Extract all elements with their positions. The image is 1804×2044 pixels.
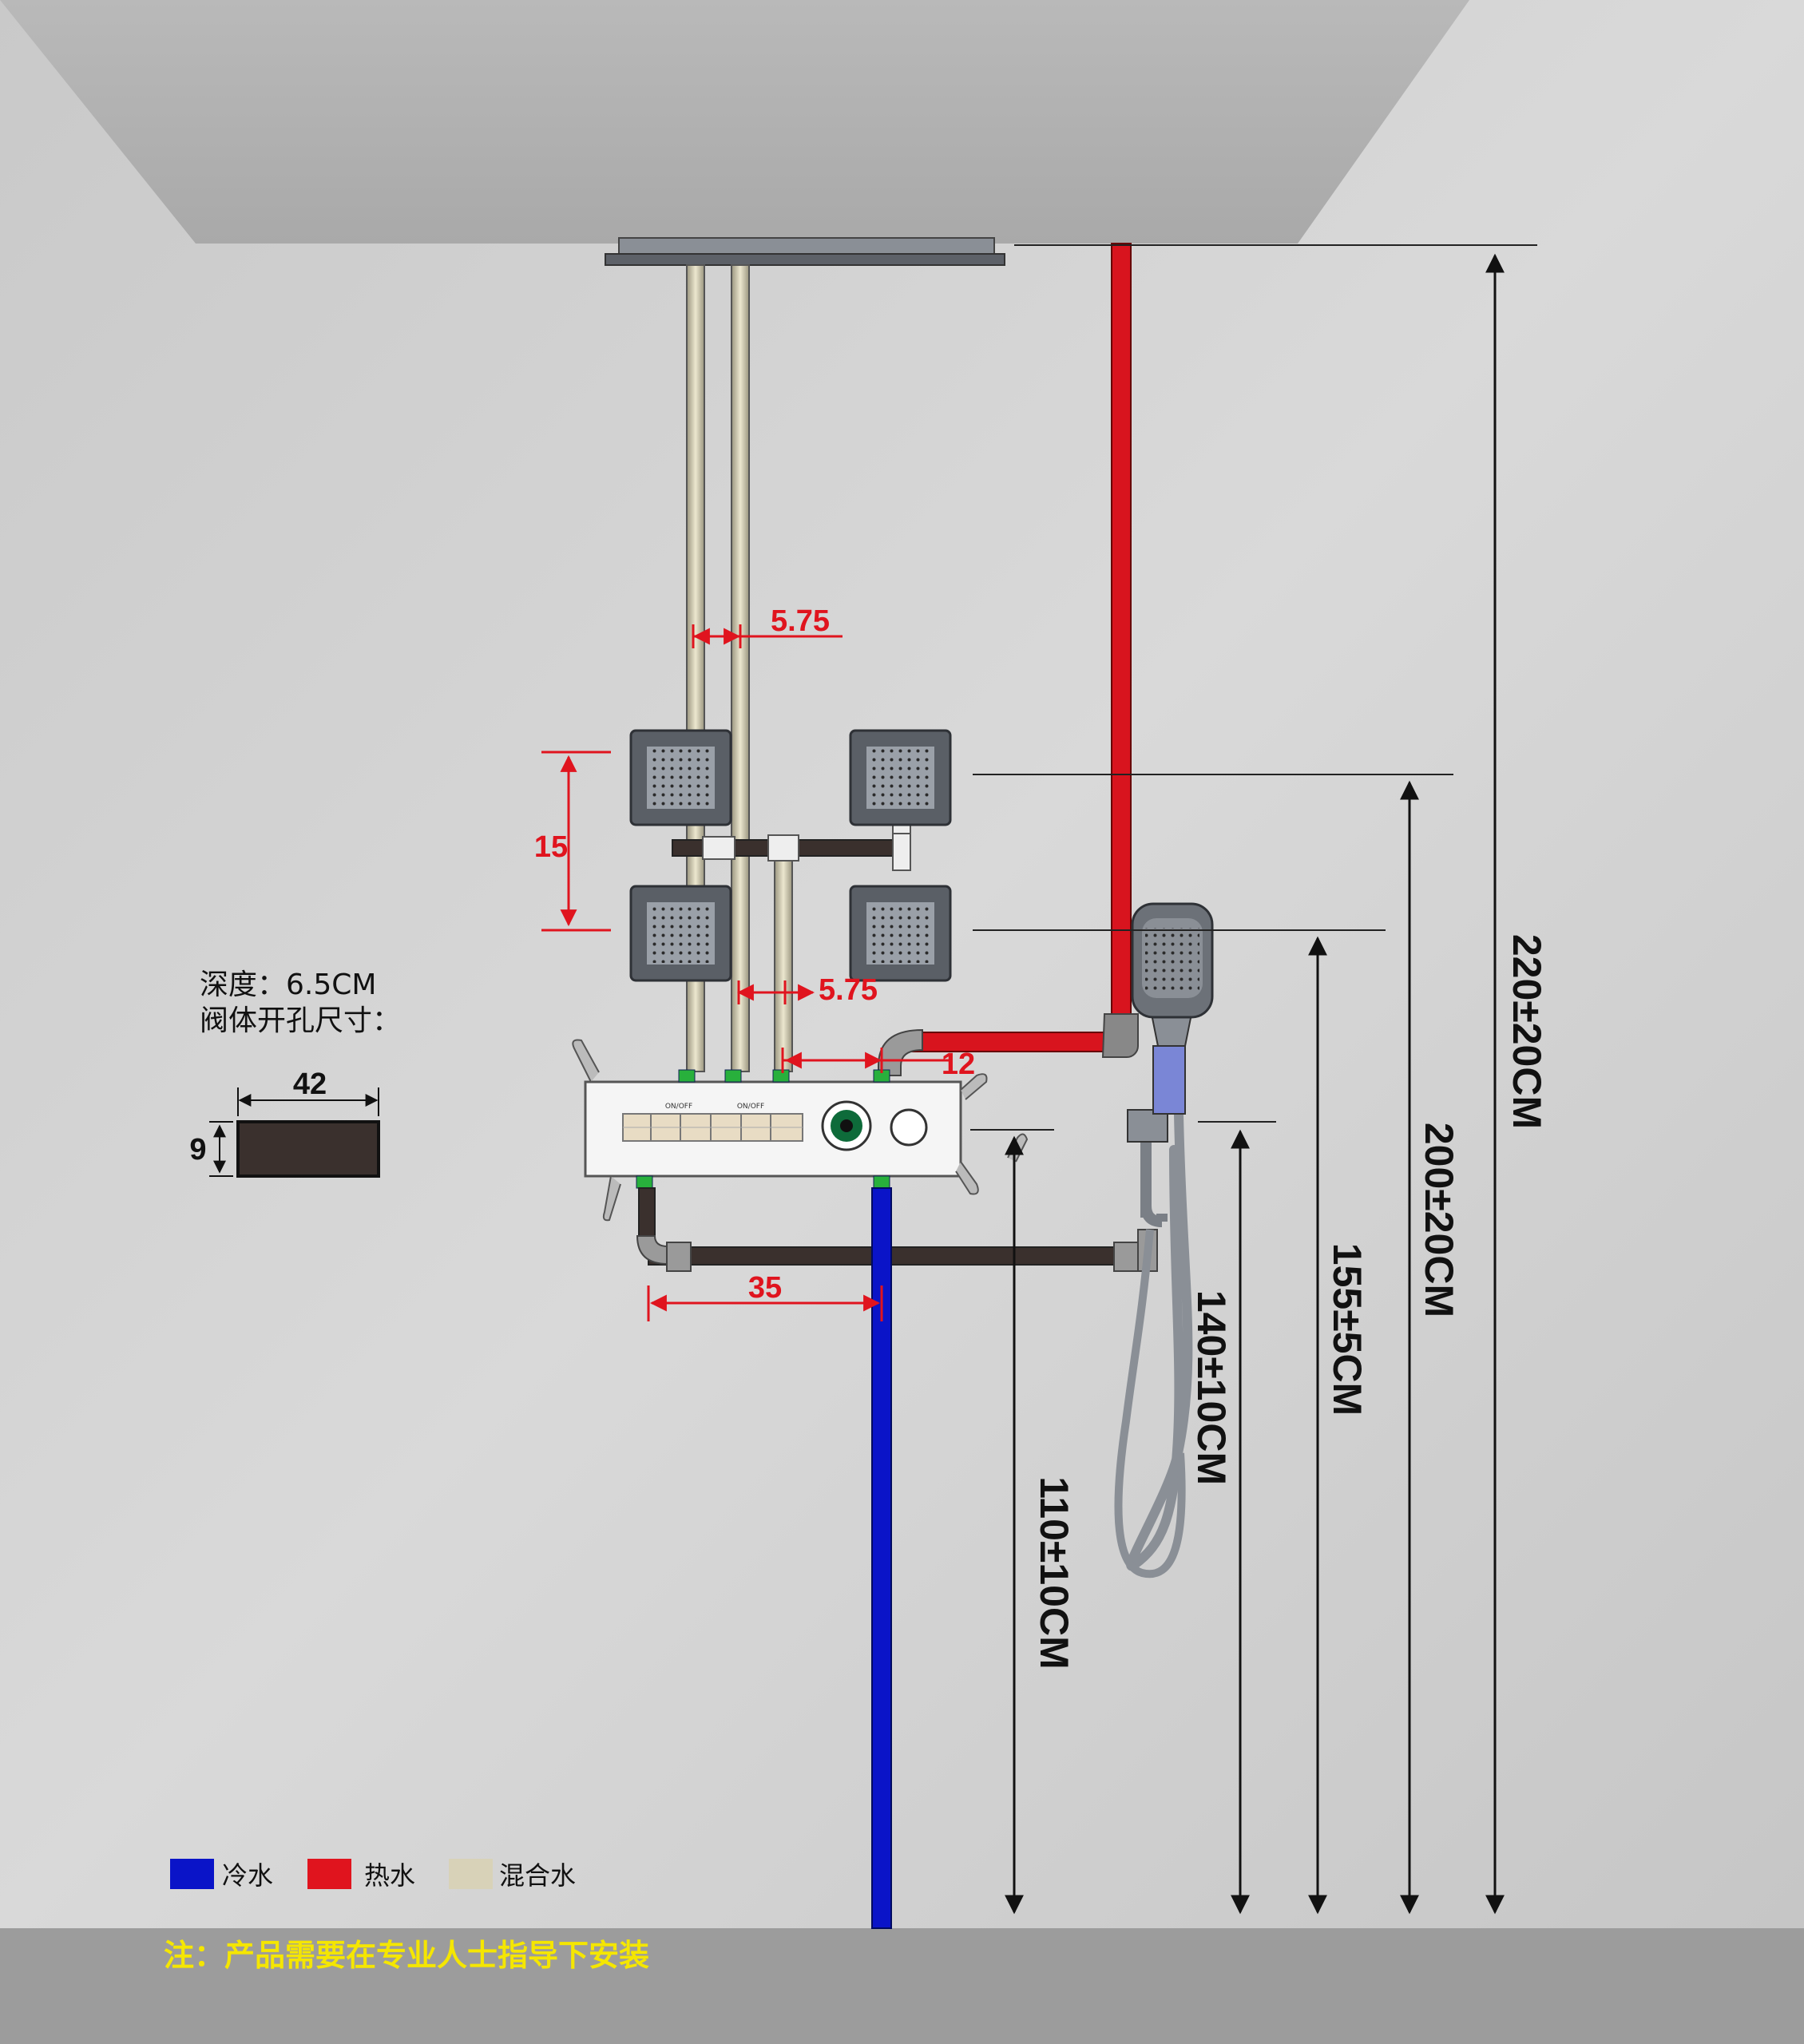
dim-35: 35: [647, 1271, 883, 1321]
legend-label-hot: 热水: [364, 1860, 415, 1891]
dim-label-35: 35: [748, 1271, 782, 1305]
legend: 冷水 热水 混合水: [170, 1859, 576, 1891]
legend-swatch-cold: [170, 1859, 214, 1889]
cutout-box: [236, 1120, 380, 1178]
hot-water-pipe: [878, 243, 1139, 1076]
cutout-size-label: 阀体开孔尺寸：: [200, 1004, 401, 1037]
dim-label-155: 155±5CM: [1325, 1243, 1370, 1416]
panel-label-right: ON/OFF: [737, 1103, 764, 1111]
ceiling: [0, 0, 1469, 244]
dim-label-15: 15: [534, 830, 568, 864]
depth-label: 深度：6.5CM: [200, 969, 376, 1001]
body-jet: [849, 729, 952, 826]
body-jet: [849, 885, 952, 982]
dim-label-575-bottom: 5.75: [819, 973, 878, 1007]
mixed-pipes: [672, 264, 911, 1072]
body-jet: [629, 729, 732, 826]
dim-12: 12: [781, 1048, 975, 1081]
dim-label-575-top: 5.75: [771, 604, 830, 638]
dim-label-200: 200±20CM: [1417, 1123, 1461, 1317]
legend-label-mixed: 混合水: [499, 1860, 576, 1891]
floor: [0, 1928, 1804, 2044]
cutout-info: 深度：6.5CM 阀体开孔尺寸： 42 9: [189, 969, 401, 1178]
rain-shower-head: [605, 237, 1005, 266]
dim-15: 15: [534, 751, 611, 932]
installation-note: 注：产品需要在专业人士指导下安装: [164, 1938, 649, 1973]
dim-label-220: 220±20CM: [1505, 934, 1549, 1129]
body-jet: [629, 885, 732, 982]
panel-label-left: ON/OFF: [665, 1103, 692, 1111]
cutout-width: 42: [293, 1068, 327, 1101]
extension-lines: [970, 244, 1537, 1131]
valve-body: ON/OFF ON/OFF: [572, 1039, 1029, 1222]
cutout-height: 9: [189, 1133, 206, 1167]
dim-label-140: 140±10CM: [1189, 1290, 1234, 1485]
dimension-lines: [1005, 253, 1505, 1915]
dim-label-12: 12: [942, 1048, 975, 1081]
hand-shower: [1114, 902, 1214, 1579]
legend-swatch-mixed: [449, 1859, 493, 1889]
dim-575-bottom: 5.75: [736, 973, 878, 1007]
cold-water-pipe: [871, 1187, 892, 1929]
legend-label-cold: 冷水: [222, 1860, 273, 1891]
dim-label-110: 110±10CM: [1032, 1476, 1076, 1669]
legend-swatch-hot: [307, 1859, 351, 1889]
dim-575-top: 5.75: [692, 604, 843, 648]
